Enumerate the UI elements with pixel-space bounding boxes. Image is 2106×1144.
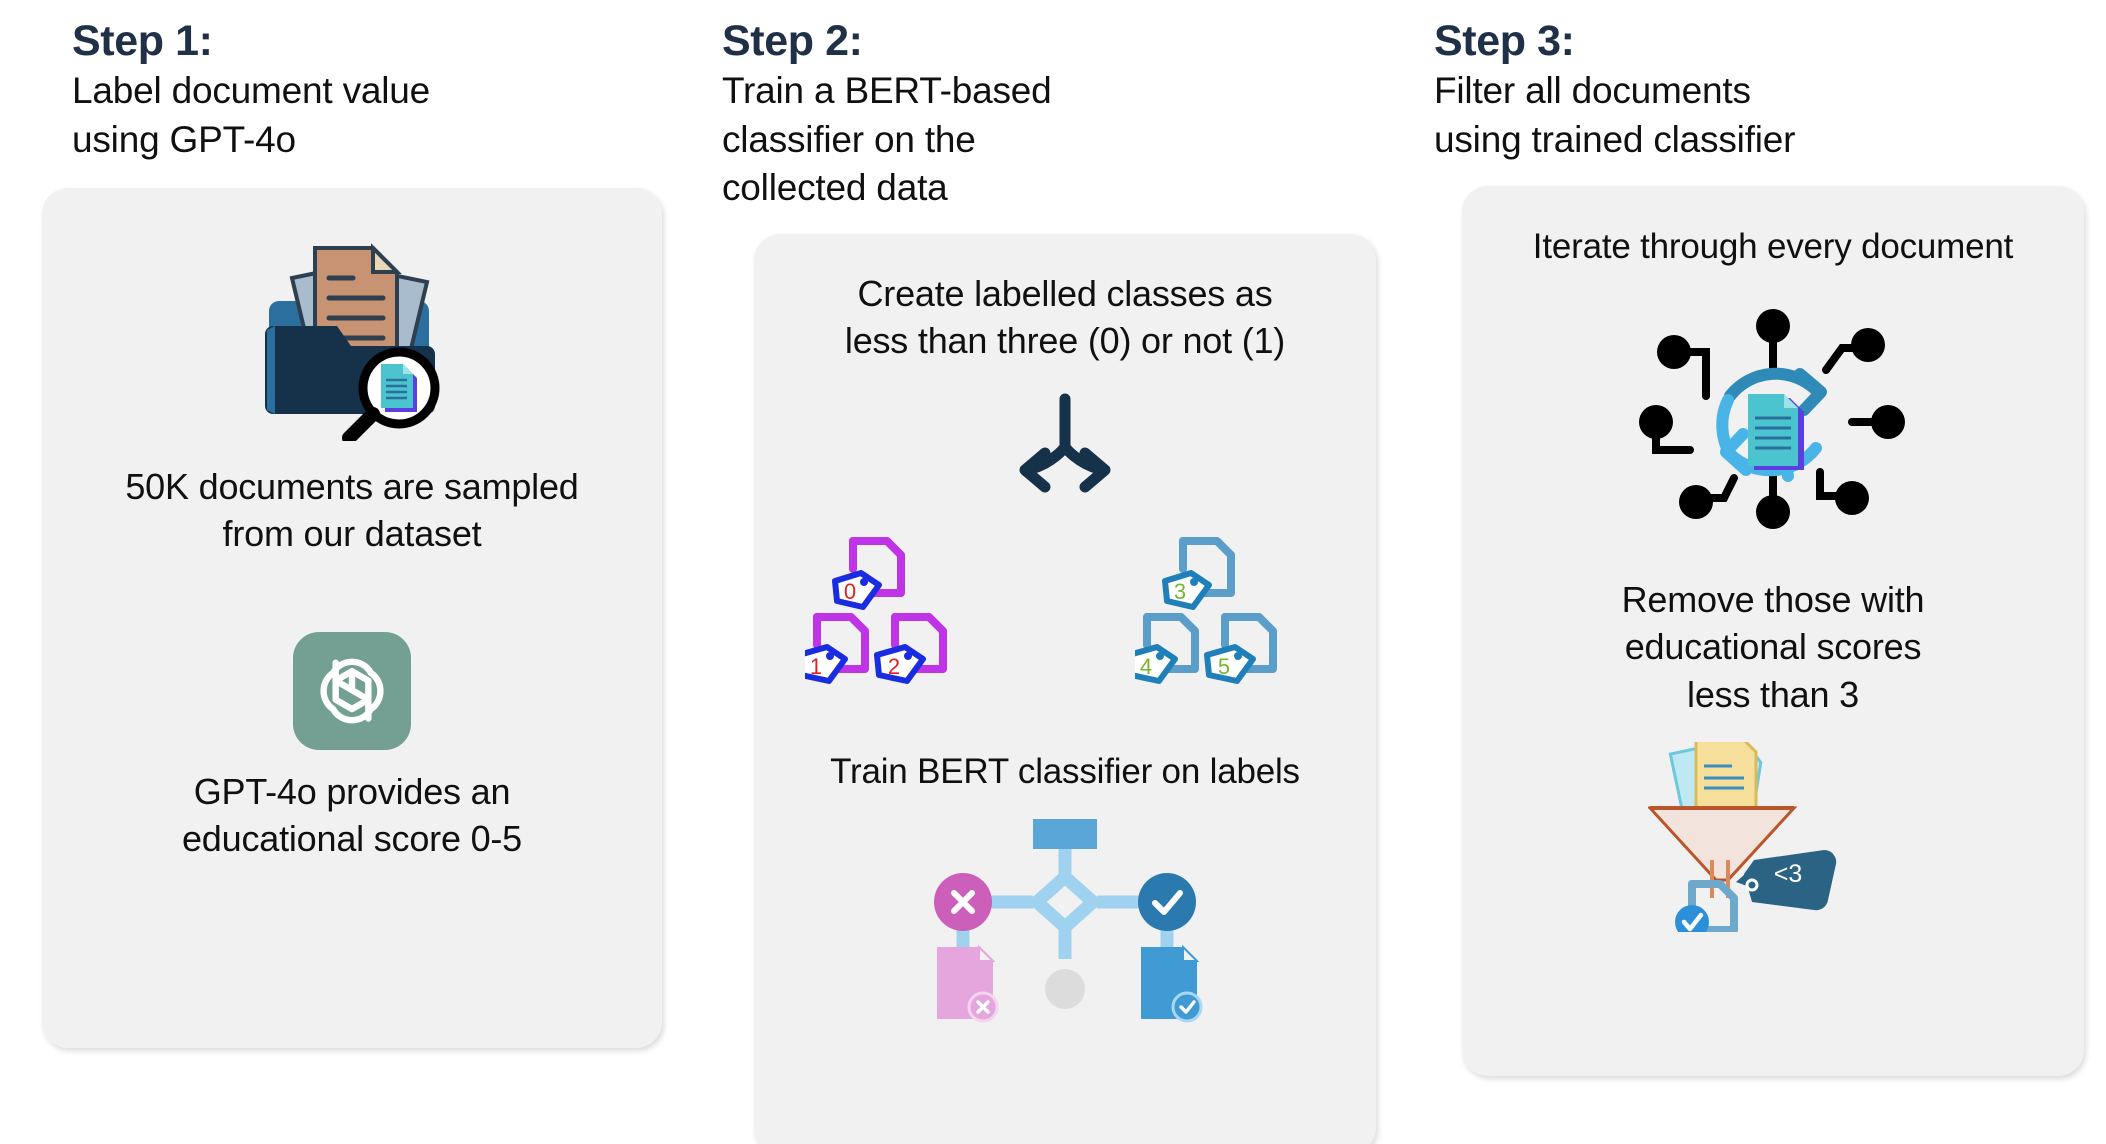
- split-arrow-icon: [754, 391, 1376, 509]
- step-1-card: 50K documents are sampled from our datas…: [42, 187, 662, 1048]
- step-1-caption-2-line-2: educational score 0-5: [181, 818, 522, 860]
- step-1-caption-1: 50K documents are sampled from our datas…: [42, 463, 662, 558]
- step-2-caption-1-line-2: less than three (0) or not (1): [844, 320, 1286, 362]
- step-2-subheading-line-3: collected data: [722, 166, 948, 208]
- step-2-heading: Step 2:: [722, 17, 863, 65]
- step-2-column: Step 2: Train a BERT-based classifier on…: [700, 0, 1400, 1144]
- step-3-card: Iterate through every document: [1462, 185, 2084, 1076]
- step-2-subheading-line-2: classifier on the: [722, 118, 976, 160]
- step-3-column: Step 3: Filter all documents using train…: [1400, 0, 2106, 1076]
- labelled-documents-left-group: 0 1 2: [805, 536, 947, 684]
- folder-document-magnifier-icon: [42, 226, 662, 441]
- step-3-caption-2-line-2: educational scores: [1624, 626, 1922, 668]
- step-1-subheading: Label document value using GPT-4o: [72, 67, 700, 163]
- step-3-caption-2: Remove those with educational scores les…: [1462, 576, 2084, 719]
- doc-label-3: 3: [1174, 579, 1186, 604]
- step-3-caption-1: Iterate through every document: [1462, 224, 2084, 270]
- step-2-card: Create labelled classes as less than thr…: [754, 233, 1376, 1144]
- labelled-documents-icon: 0 1 2: [805, 523, 1325, 693]
- step-2-caption-2: Train BERT classifier on labels: [754, 749, 1376, 795]
- doc-label-5: 5: [1218, 654, 1230, 679]
- openai-logo-tile: [293, 631, 411, 750]
- step-2-caption-2-line-1: Train BERT classifier on labels: [830, 751, 1300, 791]
- step-1-column: Step 1: Label document value using GPT-4…: [0, 0, 700, 1048]
- step-2-caption-1: Create labelled classes as less than thr…: [754, 270, 1376, 365]
- step-2-subheading: Train a BERT-based classifier on the col…: [722, 67, 1400, 211]
- funnel-tag-label: <3: [1774, 860, 1803, 888]
- step-3-subheading: Filter all documents using trained class…: [1434, 67, 2106, 163]
- classifier-flow-icon: [754, 817, 1376, 1032]
- step-3-caption-2-line-1: Remove those with: [1621, 578, 1925, 620]
- step-3-caption-2-line-3: less than 3: [1687, 673, 1859, 715]
- funnel-filter-icon: <3: [1462, 742, 2084, 933]
- openai-logo-icon: [42, 631, 662, 750]
- labelled-documents-right-group: 3 4 5: [1135, 536, 1277, 684]
- step-1-caption-2: GPT-4o provides an educational score 0-5: [42, 768, 662, 863]
- step-1-heading: Step 1:: [72, 17, 213, 65]
- step-3-subheading-line-1: Filter all documents: [1434, 70, 1751, 112]
- step-1-subheading-line-2: using GPT-4o: [72, 118, 296, 160]
- doc-label-0: 0: [844, 579, 856, 604]
- doc-label-2: 2: [888, 654, 900, 679]
- document-iteration-network-icon: [1462, 300, 2084, 540]
- step-1-caption-1-line-1: 50K documents are sampled: [125, 465, 579, 507]
- step-1-caption-2-line-1: GPT-4o provides an: [193, 770, 511, 812]
- doc-label-4: 4: [1140, 654, 1152, 679]
- step-3-caption-1-line-1: Iterate through every document: [1532, 226, 2014, 266]
- doc-label-1: 1: [810, 654, 822, 679]
- step-1-subheading-line-1: Label document value: [72, 70, 431, 112]
- step-3-subheading-line-2: using trained classifier: [1434, 118, 1796, 160]
- step-3-heading: Step 3:: [1434, 17, 1575, 65]
- step-2-caption-1-line-1: Create labelled classes as: [857, 272, 1273, 314]
- step-1-caption-1-line-2: from our dataset: [222, 513, 482, 555]
- step-2-subheading-line-1: Train a BERT-based: [722, 70, 1052, 112]
